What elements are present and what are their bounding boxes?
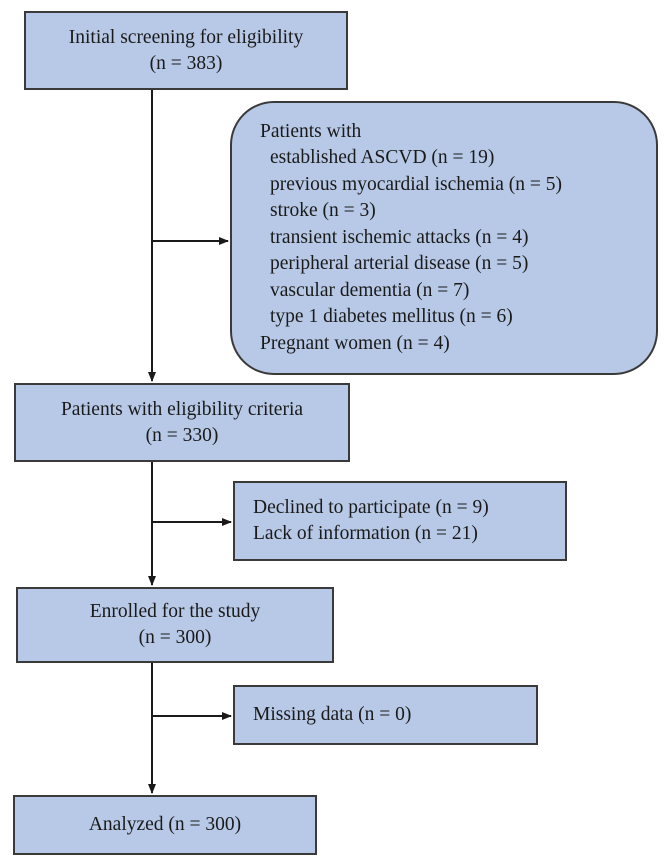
exclusion2-lack-info: Lack of information (n = 21) (253, 523, 478, 544)
exclusion1-item: peripheral arterial disease (n = 5) (270, 253, 529, 275)
exclusion-box-3: Missing data (n = 0) (233, 685, 538, 745)
screening-label: Initial screening for eligibility (68, 26, 304, 48)
exclusion1-footer: Pregnant women (n = 4) (260, 332, 450, 354)
exclusion2-declined: Declined to participate (n = 9) (253, 497, 489, 518)
exclusion1-item: vascular dementia (n = 7) (270, 279, 470, 301)
exclusion1-item: type 1 diabetes mellitus (n = 6) (270, 306, 513, 328)
screening-count: (n = 383) (149, 52, 223, 74)
exclusion1-item: previous myocardial ischemia (n = 5) (270, 173, 563, 195)
eligible-label: Patients with eligibility criteria (60, 398, 304, 420)
exclusion-box-2: Declined to participate (n = 9) Lack of … (233, 481, 567, 561)
exclusion1-item: stroke (n = 3) (270, 200, 376, 222)
exclusion-box-1: Patients with established ASCVD (n = 19)… (230, 101, 658, 375)
analyzed-label: Analyzed (n = 300) (88, 814, 242, 835)
eligible-count: (n = 330) (145, 424, 219, 446)
enrolled-box: Enrolled for the study (n = 300) (16, 587, 334, 663)
exclusion3-missing: Missing data (n = 0) (253, 704, 412, 725)
exclusion1-item: established ASCVD (n = 19) (270, 147, 495, 169)
analyzed-box: Analyzed (n = 300) (13, 795, 317, 855)
screening-box: Initial screening for eligibility (n = 3… (24, 11, 348, 90)
eligible-box: Patients with eligibility criteria (n = … (14, 383, 350, 462)
enrolled-label: Enrolled for the study (89, 601, 261, 622)
enrolled-count: (n = 300) (138, 627, 212, 648)
exclusion1-header: Patients with (260, 120, 362, 142)
exclusion1-item: transient ischemic attacks (n = 4) (270, 226, 529, 248)
